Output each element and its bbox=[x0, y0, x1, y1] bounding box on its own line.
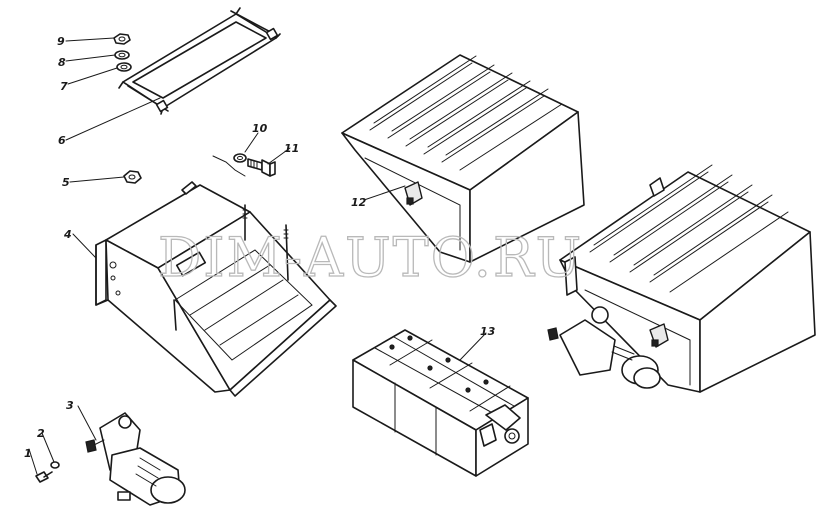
leader-lines bbox=[28, 37, 487, 475]
battery bbox=[352, 329, 529, 477]
hold-down-frame bbox=[118, 7, 281, 115]
washer-7 bbox=[116, 62, 132, 72]
nut-5 bbox=[123, 170, 142, 184]
washer-2 bbox=[50, 461, 60, 469]
callout-10: 10 bbox=[252, 122, 268, 135]
callout-11: 11 bbox=[284, 142, 299, 155]
washer-8 bbox=[114, 50, 130, 60]
callout-13: 13 bbox=[480, 325, 496, 338]
washer-10 bbox=[233, 153, 247, 163]
callout-6: 6 bbox=[58, 134, 66, 147]
callout-2: 2 bbox=[37, 427, 45, 440]
callout-3: 3 bbox=[66, 399, 74, 412]
battery-cover bbox=[341, 54, 585, 263]
callout-12: 12 bbox=[351, 196, 367, 209]
callout-5: 5 bbox=[62, 176, 70, 189]
ground-switch bbox=[85, 412, 186, 506]
battery-tray bbox=[95, 181, 337, 397]
watermark: DIM-AUTO.RU bbox=[158, 226, 583, 289]
assembled-battery-box bbox=[547, 164, 816, 393]
callout-7: 7 bbox=[60, 80, 68, 93]
callout-9: 9 bbox=[57, 35, 65, 48]
callouts: 1 2 3 4 5 6 7 8 9 10 11 12 13 bbox=[24, 35, 496, 460]
callout-1: 1 bbox=[24, 447, 32, 460]
callout-8: 8 bbox=[58, 56, 66, 69]
assembly-bracket-line bbox=[212, 155, 246, 177]
callout-4: 4 bbox=[63, 228, 72, 241]
bolt-11 bbox=[247, 158, 276, 177]
screw-1 bbox=[35, 471, 53, 483]
nut-9 bbox=[113, 33, 131, 45]
